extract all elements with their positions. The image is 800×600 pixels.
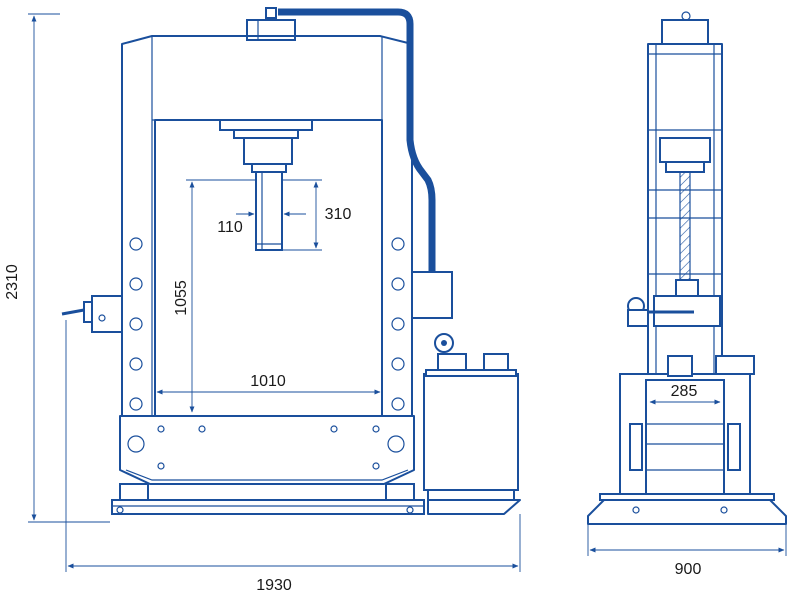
base-bolt xyxy=(116,506,124,514)
valve-block xyxy=(411,271,453,319)
bolster-hole-l xyxy=(127,435,145,453)
label-ram-width: 285 xyxy=(671,383,698,400)
gauge-center xyxy=(441,340,447,346)
side-cylinder-base xyxy=(665,161,705,173)
bolster-bolt xyxy=(330,425,338,433)
label-piston-diameter: 110 xyxy=(217,219,243,236)
side-valve xyxy=(627,309,649,327)
control-valve-plate xyxy=(83,301,93,323)
frame-holes-left xyxy=(129,237,143,411)
side-base-plate xyxy=(599,493,775,501)
side-motor xyxy=(715,355,755,375)
bolster-bolt xyxy=(157,462,165,470)
piston-rod xyxy=(255,171,283,251)
bolster-skirt xyxy=(125,469,409,481)
front-view xyxy=(61,7,521,515)
control-valve xyxy=(91,295,123,333)
base-rail xyxy=(111,499,425,515)
label-daylight-height: 1055 xyxy=(173,280,190,316)
bolster-bolt xyxy=(372,425,380,433)
label-daylight-width: 1010 xyxy=(250,373,286,390)
dimension-lines xyxy=(28,13,787,572)
hydraulic-hose-fill xyxy=(278,9,435,272)
pump-valve xyxy=(437,353,467,371)
leg-left xyxy=(119,483,149,501)
bolster-table xyxy=(119,415,415,485)
label-total-width: 1930 xyxy=(256,577,292,594)
cylinder-flange-lower xyxy=(233,129,299,139)
bolster-bolt xyxy=(198,425,206,433)
dimension-labels: 2310 1930 900 1055 1010 110 310 285 xyxy=(4,206,701,594)
pump-base-plate xyxy=(427,499,521,515)
leg-right xyxy=(385,483,415,501)
label-total-height: 2310 xyxy=(4,264,21,300)
cylinder-nut xyxy=(251,163,287,173)
side-cylinder xyxy=(659,137,711,163)
side-bracket xyxy=(675,279,699,297)
pump-tank xyxy=(423,373,519,491)
pump-tank-lid xyxy=(425,369,517,377)
bolster-bolt xyxy=(157,425,165,433)
bolster-hole-r xyxy=(387,435,405,453)
hose-fitting xyxy=(265,7,277,19)
side-base xyxy=(587,499,787,525)
side-base-bolt xyxy=(632,506,640,514)
side-pin-left xyxy=(629,423,643,471)
lifting-eye xyxy=(681,11,691,21)
label-side-width: 900 xyxy=(675,561,702,578)
base-bolt xyxy=(406,506,414,514)
side-bed xyxy=(645,379,725,497)
pump-motor xyxy=(483,353,509,371)
pump-feet xyxy=(427,489,515,501)
side-base-bolt xyxy=(720,506,728,514)
side-cylinder-top xyxy=(661,19,709,45)
bolster-bolt xyxy=(372,462,380,470)
side-pin-right xyxy=(727,423,741,471)
frame-holes-right xyxy=(391,237,405,411)
side-view xyxy=(587,11,787,525)
label-piston-stroke: 310 xyxy=(325,206,352,223)
side-ram-block xyxy=(667,355,693,377)
control-lever xyxy=(61,308,85,316)
cylinder-body xyxy=(243,137,293,165)
side-screw xyxy=(679,171,691,283)
cylinder-flange xyxy=(219,119,313,131)
control-valve-bolt xyxy=(98,314,106,322)
